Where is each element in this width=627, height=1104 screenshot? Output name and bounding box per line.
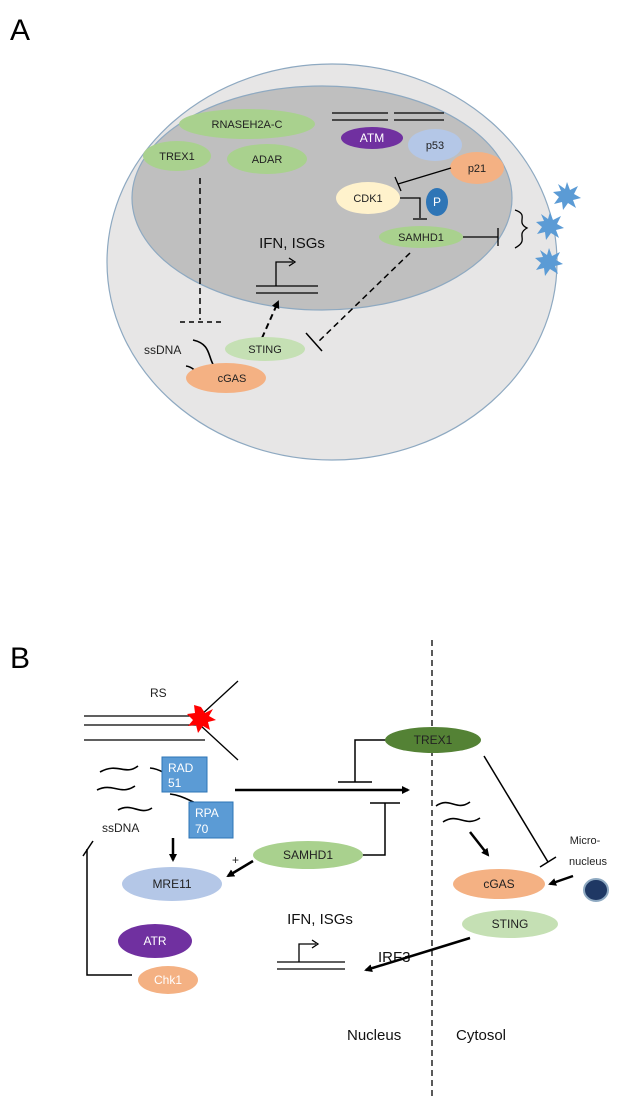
micronucleus-body	[583, 878, 609, 902]
svg-text:RPA: RPA	[195, 806, 219, 820]
node-rpa70: RPA 70	[188, 801, 234, 839]
inhibit-atr-feedback	[82, 840, 132, 976]
node-mre11: MRE11	[122, 867, 222, 901]
node-chk1: Chk1	[138, 966, 198, 994]
arrow-micronucleus-cgas	[548, 874, 574, 886]
ifn-label-b: IFN, ISGs	[287, 911, 353, 928]
virus-particle	[535, 248, 563, 276]
svg-text:ADAR: ADAR	[252, 154, 283, 166]
node-cgas-b: cGAS	[453, 869, 545, 899]
node-p53: p53	[408, 129, 462, 161]
rs-label: RS	[150, 686, 167, 700]
svg-text:p21: p21	[468, 163, 486, 175]
dsdna-break	[332, 112, 444, 121]
replication-fork	[84, 680, 239, 761]
activate-sting-ifn	[261, 300, 280, 339]
panel-b-letter: B	[10, 642, 30, 675]
inhibit-trex1-cgas	[483, 755, 557, 868]
svg-text:TREX1: TREX1	[414, 733, 453, 747]
svg-text:ATM: ATM	[360, 131, 384, 145]
node-trex1-b: TREX1	[385, 727, 481, 753]
svg-text:RNASEH2A-C: RNASEH2A-C	[212, 119, 283, 131]
damage-burst	[187, 705, 216, 733]
svg-text:TREX1: TREX1	[159, 151, 194, 163]
svg-text:SAMHD1: SAMHD1	[398, 232, 444, 244]
irf3-label: IRF3	[378, 949, 411, 966]
micronucleus-label-1: Micro-	[570, 835, 601, 847]
svg-text:STING: STING	[248, 344, 282, 356]
cytosolic-dna	[435, 801, 481, 823]
node-cdk1: CDK1	[336, 182, 400, 214]
ssdna-label-b: ssDNA	[102, 821, 139, 835]
arrow-sting-ifn	[364, 936, 471, 973]
inhibit-samhd1-export	[362, 802, 400, 856]
svg-text:MRE11: MRE11	[152, 877, 191, 891]
svg-text:STING: STING	[492, 917, 529, 931]
panel-b: B RS ssDNA RAD 51	[10, 640, 609, 1098]
node-trex1: TREX1	[143, 141, 211, 171]
activate-samhd1-mre11	[226, 859, 254, 878]
panel-a: A RNASEH2A-C TREX1	[10, 14, 581, 461]
node-cgas-a: cGAS	[186, 363, 266, 393]
svg-text:P: P	[433, 195, 441, 209]
inhibit-p21-cdk1	[394, 167, 452, 192]
svg-text:CDK1: CDK1	[353, 193, 382, 205]
ifn-label: IFN, ISGs	[259, 235, 325, 252]
svg-text:Chk1: Chk1	[154, 973, 182, 987]
panel-a-letter: A	[10, 14, 30, 47]
node-atr: ATR	[118, 924, 192, 958]
svg-text:cGAS: cGAS	[218, 373, 247, 385]
virus-particle	[536, 212, 564, 240]
node-adar: ADAR	[227, 144, 307, 174]
svg-text:70: 70	[195, 822, 209, 836]
node-sting-b: STING	[462, 910, 558, 938]
svg-text:p53: p53	[426, 140, 444, 152]
ssdna-label-a: ssDNA	[144, 343, 181, 357]
node-samhd1: SAMHD1	[379, 226, 463, 248]
arrow-dna-cgas	[469, 831, 490, 857]
inhibit-cdk1-samhd1	[400, 197, 427, 220]
nucleus-label: Nucleus	[347, 1027, 401, 1044]
inhibit-samhd1-virus	[463, 209, 529, 249]
inhibit-trex1-export	[338, 739, 393, 783]
node-rnaseh2: RNASEH2A-C	[179, 109, 315, 139]
node-rad51: RAD 51	[161, 756, 208, 793]
ifn-gene-b	[277, 939, 345, 970]
node-samhd1-b: SAMHD1	[253, 841, 363, 869]
micronucleus-label-2: nucleus	[569, 856, 607, 868]
svg-text:RAD: RAD	[168, 761, 194, 775]
cytosol-label: Cytosol	[456, 1027, 506, 1044]
node-p21: p21	[450, 152, 504, 184]
inhibit-samhd1-dashed	[305, 252, 411, 352]
inhibit-trex1-dashed	[180, 178, 222, 323]
ifn-gene	[256, 257, 318, 294]
svg-text:ATR: ATR	[143, 934, 166, 948]
svg-text:cGAS: cGAS	[483, 877, 514, 891]
svg-text:SAMHD1: SAMHD1	[283, 848, 333, 862]
plus-label: +	[232, 853, 239, 867]
virus-particle	[553, 182, 581, 210]
node-phospho: P	[426, 188, 448, 216]
svg-text:51: 51	[168, 776, 182, 790]
node-sting-a: STING	[225, 337, 305, 361]
node-atm: ATM	[341, 127, 403, 149]
